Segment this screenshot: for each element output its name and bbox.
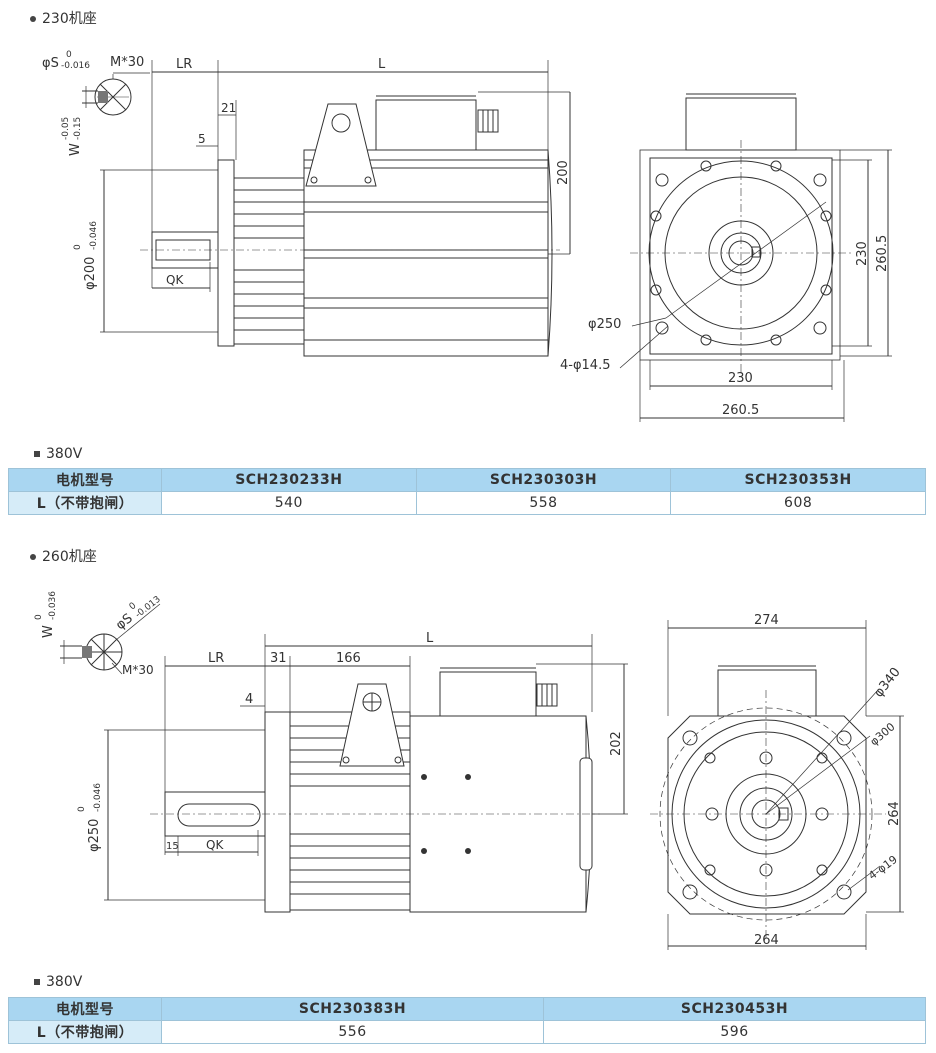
header-label-cell: 电机型号 — [8, 997, 162, 1021]
s2-phi-s-label: φS — [113, 611, 135, 633]
s1-w-label: W — [68, 143, 83, 156]
s1-qk-label: QK — [166, 273, 184, 287]
s2-w274-label: 274 — [754, 613, 779, 628]
model-cell: SCH230453H — [543, 997, 926, 1021]
s2-lr-label: LR — [208, 651, 224, 666]
svg-text:0: 0 — [66, 50, 72, 60]
section1-spec-table: 电机型号 SCH230233H SCH230303H SCH230353H L（… — [8, 468, 926, 515]
model-cell: SCH230303H — [415, 468, 672, 492]
value-cell: 596 — [543, 1020, 926, 1044]
s2-d15-label: 15 — [166, 841, 179, 852]
header-label-cell: 电机型号 — [8, 468, 162, 492]
section1-voltage: 380V — [34, 446, 82, 462]
svg-text:-0.016: -0.016 — [61, 61, 90, 71]
s1-h200-label: 200 — [556, 160, 571, 185]
s1-d5-label: 5 — [198, 132, 206, 146]
s1-side-view — [100, 60, 571, 357]
s2-shaft-end-view — [60, 603, 161, 675]
s2-l-label: L — [426, 631, 434, 646]
s2-phi340-label: φ340 — [871, 665, 903, 701]
section2-title: 260机座 — [30, 546, 97, 566]
model-cell: SCH230383H — [161, 997, 544, 1021]
s1-lr-label: LR — [176, 57, 192, 72]
s1-w230-label: 230 — [728, 371, 753, 386]
svg-text:0: 0 — [34, 614, 44, 620]
bullet-icon — [30, 554, 36, 560]
s1-phi-s-label: φS — [42, 56, 59, 71]
value-cell: 556 — [161, 1020, 544, 1044]
s2-d166-label: 166 — [336, 651, 361, 666]
s1-thread-label: M*30 — [110, 55, 144, 70]
square-bullet-icon — [34, 451, 40, 457]
svg-text:-0.036: -0.036 — [48, 591, 58, 620]
value-cell: 558 — [415, 491, 672, 515]
svg-text:-0.046: -0.046 — [93, 783, 103, 812]
s1-front-view — [619, 93, 892, 422]
model-cell: SCH230353H — [670, 468, 926, 492]
s1-h260-label: 260.5 — [875, 235, 890, 272]
svg-text:0: 0 — [128, 601, 139, 613]
svg-text:-0.15: -0.15 — [73, 117, 83, 140]
row-label-cell: L（不带抱闸） — [8, 1020, 162, 1044]
s1-w260-label: 260.5 — [722, 403, 759, 418]
value-cell: 608 — [670, 491, 926, 515]
s1-l-label: L — [378, 57, 386, 72]
value-cell: 540 — [161, 491, 417, 515]
s1-h230-label: 230 — [855, 241, 870, 266]
s2-w-label: W — [41, 625, 56, 638]
svg-text:-0.05: -0.05 — [61, 117, 71, 140]
s1-holes-label: 4-φ14.5 — [560, 358, 610, 373]
section2-spec-table: 电机型号 SCH230383H SCH230453H L（不带抱闸） 556 5… — [8, 997, 926, 1044]
square-bullet-icon — [34, 979, 40, 985]
s2-h202-label: 202 — [609, 731, 624, 756]
table-header-row: 电机型号 SCH230233H SCH230303H SCH230353H — [8, 468, 926, 492]
s2-holes-label: 4-φ19 — [866, 853, 900, 882]
s2-w264-label: 264 — [754, 933, 779, 948]
s2-h264-label: 264 — [887, 801, 902, 826]
s2-thread-label: M*30 — [122, 663, 154, 677]
s1-shaft-end-view — [82, 72, 150, 116]
svg-text:-0.046: -0.046 — [89, 221, 99, 250]
svg-text:-0.013: -0.013 — [134, 595, 163, 621]
s2-d4-label: 4 — [245, 692, 253, 707]
svg-text:0: 0 — [77, 806, 87, 812]
s2-side-view — [104, 634, 628, 913]
s1-phi250-label: φ250 — [588, 317, 621, 332]
s2-phi250-label: φ250 — [87, 819, 102, 852]
svg-text:0: 0 — [73, 244, 83, 250]
table-row: L（不带抱闸） 556 596 — [8, 1020, 926, 1044]
section1-title: 230机座 — [30, 8, 97, 28]
s1-phi200-label: φ200 — [83, 257, 98, 290]
s2-front-view — [650, 620, 904, 950]
section2-voltage: 380V — [34, 974, 82, 990]
bullet-icon — [30, 16, 36, 22]
table-row: L（不带抱闸） 540 558 608 — [8, 491, 926, 515]
s1-d21-label: 21 — [221, 101, 236, 115]
s2-phi300-label: φ300 — [868, 720, 898, 748]
table-header-row: 电机型号 SCH230383H SCH230453H — [8, 997, 926, 1021]
model-cell: SCH230233H — [161, 468, 417, 492]
s2-qk-label: QK — [206, 838, 224, 852]
s2-d31-label: 31 — [270, 651, 287, 666]
row-label-cell: L（不带抱闸） — [8, 491, 162, 515]
